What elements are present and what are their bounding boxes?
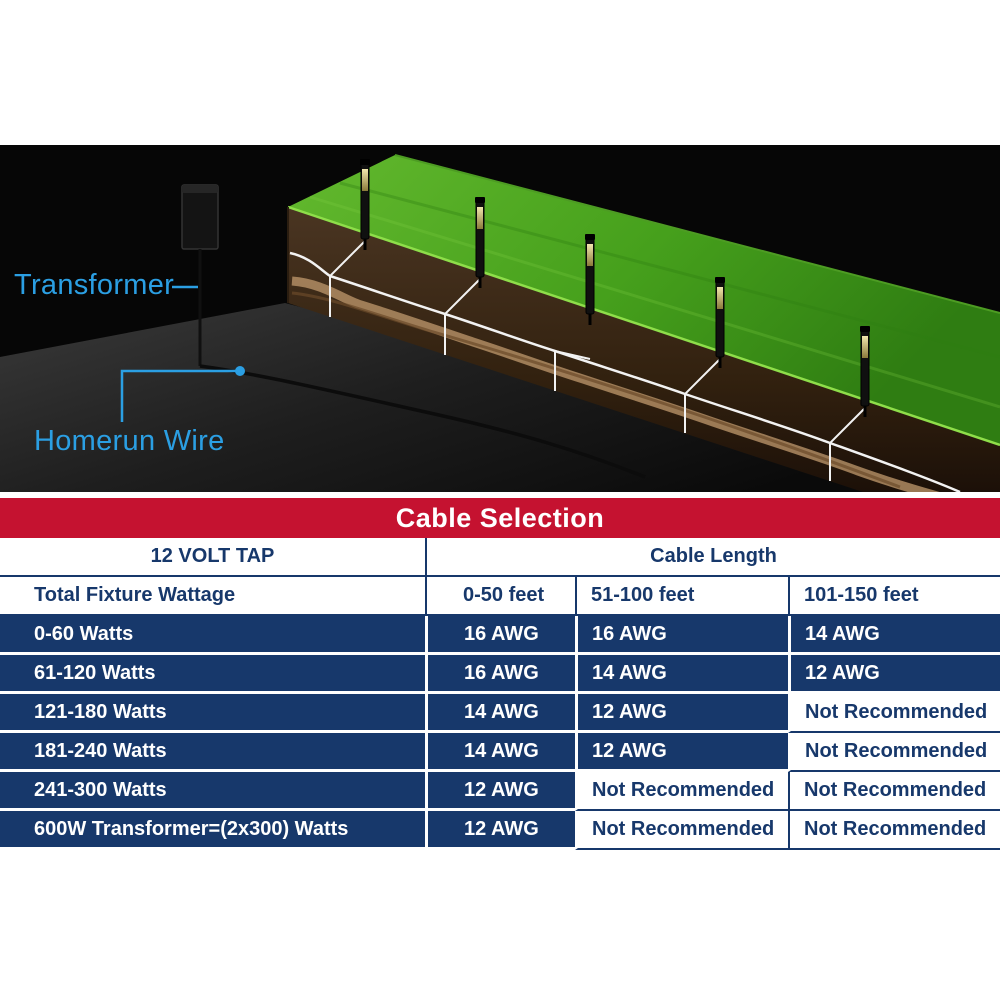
cable-selection-table: Cable Selection 12 VOLT TAP Cable Length… bbox=[0, 498, 1000, 850]
grass-stripe bbox=[309, 195, 1000, 409]
table-cell: Not Recommended bbox=[788, 811, 1000, 850]
homerun-callout-line bbox=[120, 369, 240, 422]
table-cell: 14 AWG bbox=[575, 655, 788, 694]
table-cell: 12 AWG bbox=[425, 811, 575, 850]
transformer-box-icon bbox=[181, 184, 219, 250]
table-cell: 241-300 Watts bbox=[0, 772, 425, 811]
table-row: 241-300 Watts 12 AWG Not Recommended Not… bbox=[0, 772, 1000, 811]
installation-diagram: Transformer Homerun Wire bbox=[0, 145, 1000, 492]
table-row: 0-60 Watts 16 AWG 16 AWG 14 AWG bbox=[0, 616, 1000, 655]
table-cell: 14 AWG bbox=[788, 616, 1000, 655]
soil-face bbox=[288, 207, 1000, 492]
table-cell: Not Recommended bbox=[788, 733, 1000, 772]
table-cell: 12 AWG bbox=[575, 694, 788, 733]
table-header-row: 12 VOLT TAP Cable Length bbox=[0, 538, 1000, 577]
table-cell: 16 AWG bbox=[425, 655, 575, 694]
table-cell: Not Recommended bbox=[788, 694, 1000, 733]
path-light-icon bbox=[360, 159, 370, 250]
lawn-scene-graphic bbox=[0, 145, 1000, 492]
table-cell: 12 AWG bbox=[425, 772, 575, 811]
grass-front-edge bbox=[287, 205, 1000, 447]
table-row: 181-240 Watts 14 AWG 12 AWG Not Recommen… bbox=[0, 733, 1000, 772]
table-cell: 101-150 feet bbox=[788, 577, 1000, 616]
path-light-icon bbox=[715, 277, 725, 368]
table-cell: 14 AWG bbox=[425, 694, 575, 733]
path-light-icon bbox=[475, 197, 485, 288]
path-lights bbox=[360, 159, 870, 417]
table-cell: 181-240 Watts bbox=[0, 733, 425, 772]
table-cell: 14 AWG bbox=[425, 733, 575, 772]
path-light-icon bbox=[585, 234, 595, 325]
table-cell: 16 AWG bbox=[575, 616, 788, 655]
homerun-wire-line bbox=[199, 364, 646, 479]
tap-header-cell: 12 VOLT TAP bbox=[0, 538, 425, 577]
table-cell: 51-100 feet bbox=[575, 577, 788, 616]
table-cell: 12 AWG bbox=[788, 655, 1000, 694]
table-cell: Total Fixture Wattage bbox=[0, 577, 425, 616]
table-row: 600W Transformer=(2x300) Watts 12 AWG No… bbox=[0, 811, 1000, 850]
table-cell: Not Recommended bbox=[788, 772, 1000, 811]
table-cell: 600W Transformer=(2x300) Watts bbox=[0, 811, 425, 850]
table-cell: 0-50 feet bbox=[425, 577, 575, 616]
table-cell: 12 AWG bbox=[575, 733, 788, 772]
table-cell: Not Recommended bbox=[575, 772, 788, 811]
table-title: Cable Selection bbox=[0, 498, 1000, 538]
table-cell: 61-120 Watts bbox=[0, 655, 425, 694]
table-cell: 16 AWG bbox=[425, 616, 575, 655]
path-light-icon bbox=[860, 326, 870, 417]
grass-stripe bbox=[339, 181, 1000, 359]
cable-length-header-cell: Cable Length bbox=[425, 538, 1000, 577]
table-row: 121-180 Watts 14 AWG 12 AWG Not Recommen… bbox=[0, 694, 1000, 733]
grass-top bbox=[288, 155, 1000, 445]
table-cell: 0-60 Watts bbox=[0, 616, 425, 655]
grass-back-edge bbox=[394, 154, 1000, 314]
table-cell: Not Recommended bbox=[575, 811, 788, 850]
table-subheader-row: Total Fixture Wattage 0-50 feet 51-100 f… bbox=[0, 577, 1000, 616]
homerun-callout-dot bbox=[235, 366, 245, 376]
fixture-drop-wires bbox=[329, 240, 866, 481]
homerun-wire-label: Homerun Wire bbox=[34, 425, 225, 457]
table-cell: 121-180 Watts bbox=[0, 694, 425, 733]
table-row: 61-120 Watts 16 AWG 14 AWG 12 AWG bbox=[0, 655, 1000, 694]
soil-stratum-dark bbox=[291, 291, 901, 489]
transformer-label: Transformer bbox=[14, 269, 175, 301]
